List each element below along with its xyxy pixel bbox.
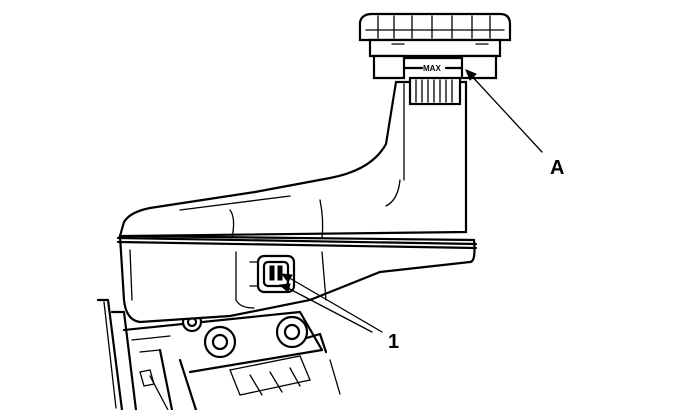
leader-lines-1 xyxy=(278,273,383,333)
max-mark-label: MAX xyxy=(423,64,441,73)
callout-label-1: 1 xyxy=(388,331,399,353)
reservoir-cap xyxy=(358,12,512,80)
max-level-mark: MAX xyxy=(402,64,464,73)
leader-line-A xyxy=(465,69,543,153)
reservoir-tank xyxy=(116,80,478,324)
callout-label-A: A xyxy=(550,157,564,179)
mount-boss-right xyxy=(275,315,309,349)
engine-block xyxy=(96,298,341,410)
mount-boss-left xyxy=(203,325,237,359)
fluid-level-sensor-connector xyxy=(249,254,296,294)
filler-neck xyxy=(408,76,462,106)
